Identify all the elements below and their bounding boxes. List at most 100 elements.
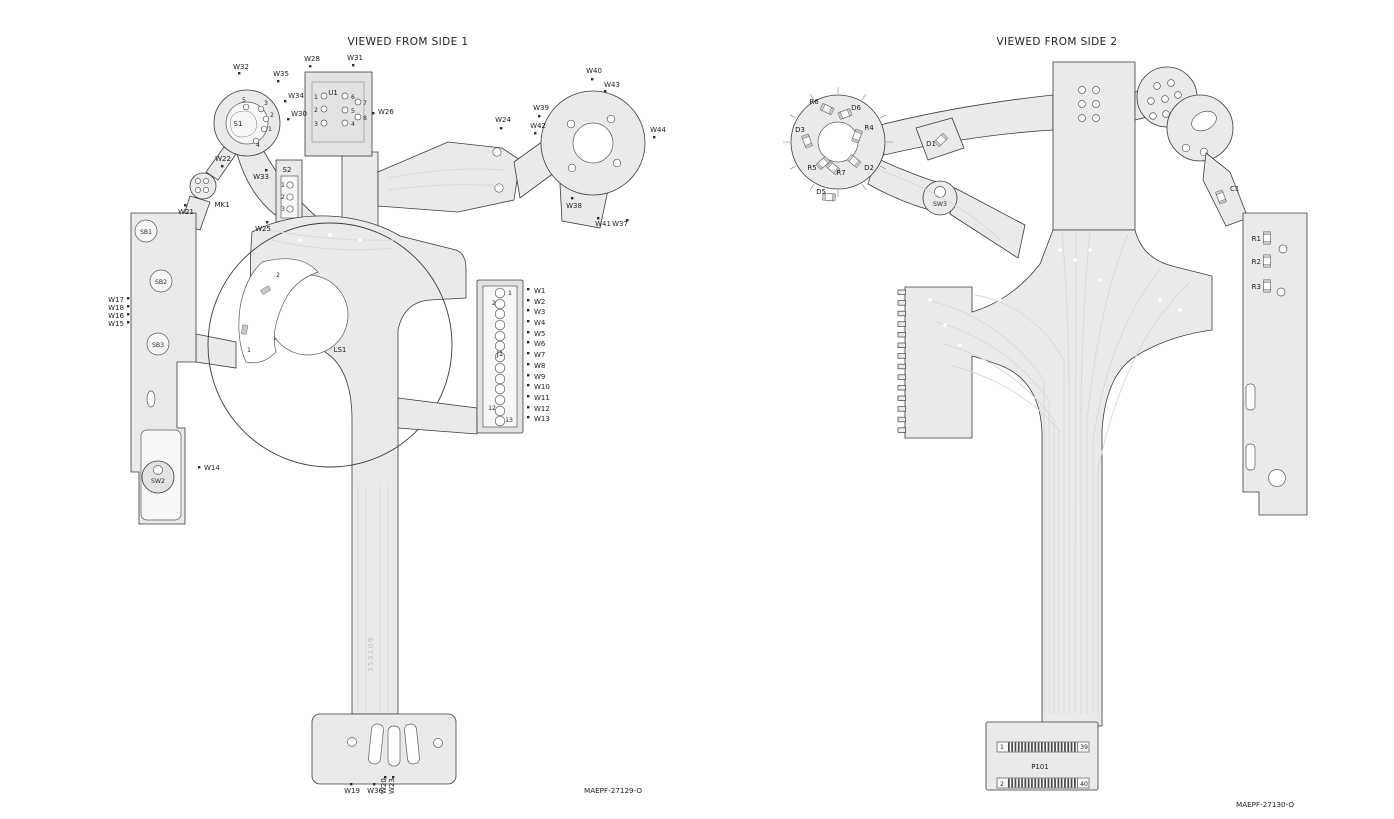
label-w43: W43 (604, 81, 620, 89)
label-w5: W5 (534, 330, 545, 338)
label-r5: R5 (807, 164, 816, 172)
marker-w36 (373, 783, 376, 786)
label-w39: W39 (533, 104, 549, 112)
label-w36: W36 (367, 787, 383, 795)
label-w1: W1 (534, 287, 545, 295)
marker-w33 (265, 169, 268, 172)
side1-board-shapes (130, 71, 646, 785)
p101-pin: 40 (1080, 781, 1088, 788)
side1-doc-number: MAEPF-27129-O (584, 786, 642, 795)
mk1-body (189, 172, 217, 200)
marker-w28 (309, 65, 312, 68)
marker-w26 (372, 112, 375, 115)
label-w18: W18 (108, 304, 124, 312)
component-r3 (1263, 279, 1271, 293)
j1-pin: 1 (508, 290, 512, 297)
label-w12: W12 (534, 405, 550, 413)
ls1-pin: 2 (276, 272, 280, 279)
label-sw3: SW3 (933, 201, 947, 208)
side1-labels: S1 MK1 U1 S2 SB1 SB2 SB3 SW2 LS1 J1 5 3 … (108, 54, 666, 795)
marker-w30 (287, 118, 290, 121)
label-u1: U1 (328, 89, 338, 97)
label-d2: D2 (864, 164, 874, 172)
marker-w43 (604, 90, 607, 93)
side1-trace-lines (267, 168, 505, 710)
label-w3: W3 (534, 308, 545, 316)
marker-w24 (500, 127, 503, 130)
label-w30: W30 (291, 110, 307, 118)
marker-w34 (284, 100, 287, 103)
label-sb1: SB1 (140, 229, 152, 236)
label-w24: W24 (495, 116, 511, 124)
sw3-body (922, 180, 958, 216)
bottom-pad (311, 713, 457, 785)
marker-w20 (384, 776, 387, 779)
strip-slot (146, 390, 156, 408)
label-w42: W42 (530, 122, 546, 130)
label-w21: W21 (178, 208, 194, 216)
marker-w44 (653, 136, 656, 139)
sb2-body (149, 269, 173, 293)
u1-pin: 8 (363, 115, 367, 122)
label-w33: W33 (253, 173, 269, 181)
marker-w42 (534, 132, 537, 135)
p101-pin: 2 (1000, 781, 1004, 788)
u1-pin: 5 (351, 108, 355, 115)
label-r3: R3 (1252, 283, 1261, 291)
arm-j1 (397, 397, 478, 435)
arm-sw3-trunk (949, 187, 1026, 259)
ring-tick-marks (783, 87, 893, 197)
j1-pin: 13 (505, 417, 513, 424)
u1-body (304, 71, 373, 157)
marker-w21 (184, 204, 187, 207)
sb1-body (134, 219, 158, 243)
label-w13: W13 (534, 415, 550, 423)
s1-pin: 2 (270, 112, 274, 119)
label-r6: R6 (809, 98, 819, 106)
side1-view: VIEWED FROM SIDE 1 (108, 36, 666, 795)
flex-marking: 353109 (367, 636, 375, 672)
label-w40: W40 (586, 67, 602, 75)
u1-pin: 4 (351, 121, 355, 128)
label-w14: W14 (204, 464, 220, 472)
side1-vias (298, 233, 362, 242)
marker-w22 (221, 165, 224, 168)
sb3-body (146, 332, 170, 356)
side2-doc-number: MAEPF-27130-O (1236, 800, 1294, 809)
label-w38: W38 (566, 202, 582, 210)
p101-pin: 39 (1080, 744, 1088, 751)
label-w4: W4 (534, 319, 546, 327)
u1-pin: 7 (363, 100, 367, 107)
marker-w14 (198, 466, 201, 469)
label-d5: D5 (816, 188, 826, 196)
label-w15: W15 (108, 320, 124, 328)
j1-pin: 2 (492, 300, 496, 307)
marker-w18 (127, 305, 130, 308)
label-w20: W20 (380, 778, 388, 794)
s2-pin: 1 (281, 182, 285, 189)
label-r4: R4 (864, 124, 874, 132)
side2-title: VIEWED FROM SIDE 2 (996, 36, 1117, 48)
right-lobe-center-hole (572, 122, 614, 164)
p101-pin: 1 (1000, 744, 1004, 751)
u1-chip-outline (311, 81, 365, 143)
speaker-blob-outline (238, 258, 319, 364)
s1-pin: 1 (268, 126, 272, 133)
side2-board-shapes (783, 61, 1308, 791)
label-w37: W37 (612, 220, 628, 228)
label-w28: W28 (304, 55, 320, 63)
u1-pin: 6 (351, 94, 355, 101)
marker-w25 (266, 221, 269, 224)
s1-rotor-outline (230, 110, 257, 138)
band-u1-center (341, 151, 379, 229)
u1-pin: 2 (314, 107, 318, 114)
sw2-body (141, 460, 175, 494)
marker-w19 (350, 783, 353, 786)
label-r2: R2 (1252, 258, 1261, 266)
label-w31: W31 (347, 54, 363, 62)
label-w19: W19 (344, 787, 360, 795)
label-w34: W34 (288, 92, 304, 100)
label-j1: J1 (496, 350, 504, 358)
label-r1: R1 (1252, 235, 1261, 243)
label-s2: S2 (283, 166, 292, 174)
